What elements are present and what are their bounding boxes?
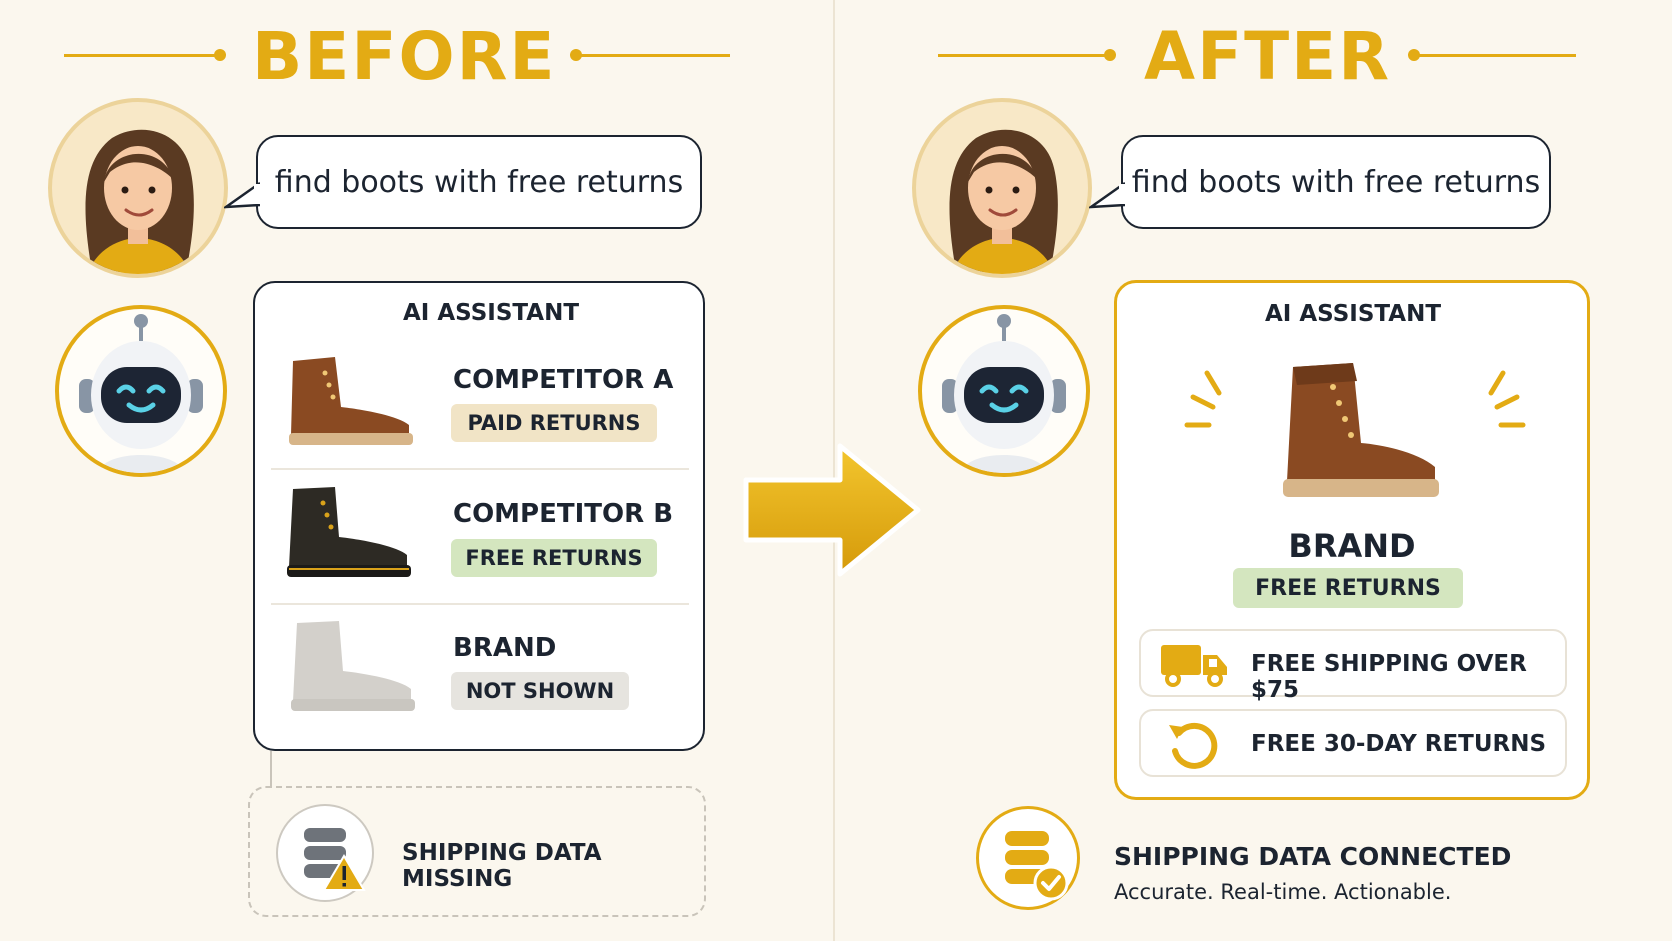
bubble-tail [224, 181, 260, 209]
bubble-tail [1089, 181, 1125, 209]
query-text: find boots with free returns [274, 164, 684, 200]
connected-status-subtitle: Accurate. Real-time. Actionable. [1114, 880, 1452, 904]
database-warning-icon [304, 828, 366, 891]
panel-title: AI ASSISTANT [403, 300, 580, 326]
database-badge [976, 806, 1080, 910]
feature-row-shipping: FREE SHIPPING OVER $75 [1139, 629, 1567, 703]
before-heading: BEFORE [252, 18, 557, 95]
row-separator [271, 468, 689, 470]
row-separator [271, 603, 689, 605]
connector-line [270, 751, 272, 787]
connected-status-title: SHIPPING DATA CONNECTED [1114, 842, 1512, 871]
heading-dot [214, 49, 226, 61]
robot-icon [942, 314, 1066, 473]
after-heading: AFTER [1144, 18, 1392, 95]
bot-avatar [918, 305, 1090, 477]
paid-returns-badge: PAID RETURNS [451, 404, 657, 442]
truck-icon [1161, 645, 1227, 687]
user-avatar [912, 98, 1092, 278]
faded-boot-icon [291, 621, 415, 711]
query-bubble: find boots with free returns [224, 135, 702, 229]
result-name: COMPETITOR B [453, 499, 674, 529]
woman-avatar-icon [949, 129, 1058, 274]
free-returns-badge: FREE RETURNS [451, 539, 657, 577]
robot-icon [79, 314, 203, 473]
heading-rule-left [64, 54, 220, 57]
feature-label: FREE SHIPPING OVER $75 [1251, 651, 1527, 703]
result-name: COMPETITOR A [453, 365, 674, 395]
assistant-result-panel: AI ASSISTANT BRAND FREE RETURNS FREE SHI… [1114, 280, 1590, 800]
heading-rule-right [1414, 54, 1576, 57]
query-text: find boots with free returns [1131, 164, 1541, 200]
missing-status-text: SHIPPING DATA MISSING [402, 840, 602, 892]
brown-boot-icon [289, 357, 413, 445]
not-shown-badge: NOT SHOWN [451, 672, 629, 710]
heading-rule-right [576, 54, 730, 57]
center-divider [833, 0, 835, 941]
bot-avatar [55, 305, 227, 477]
panel-title: AI ASSISTANT [1265, 301, 1442, 327]
missing-data-box: SHIPPING DATA MISSING [248, 786, 706, 917]
feature-label: FREE 30-DAY RETURNS [1251, 731, 1547, 757]
heading-rule-left [938, 54, 1108, 57]
query-bubble: find boots with free returns [1089, 135, 1551, 229]
feature-row-returns: FREE 30-DAY RETURNS [1139, 709, 1567, 777]
assistant-results-panel: AI ASSISTANT COMPETITOR A PAID RETURNS C… [253, 281, 705, 751]
black-boot-icon [287, 487, 411, 577]
database-check-icon [1005, 831, 1069, 901]
featured-boot-icon [1184, 363, 1526, 497]
user-avatar [48, 98, 228, 278]
heading-dot [1104, 49, 1116, 61]
brand-name: BRAND [1288, 527, 1416, 565]
right-arrow-icon [743, 443, 921, 577]
database-badge [276, 804, 374, 902]
free-returns-badge: FREE RETURNS [1233, 568, 1463, 608]
result-name: BRAND [453, 633, 557, 663]
return-arrow-icon [1169, 722, 1218, 769]
woman-avatar-icon [85, 129, 194, 274]
